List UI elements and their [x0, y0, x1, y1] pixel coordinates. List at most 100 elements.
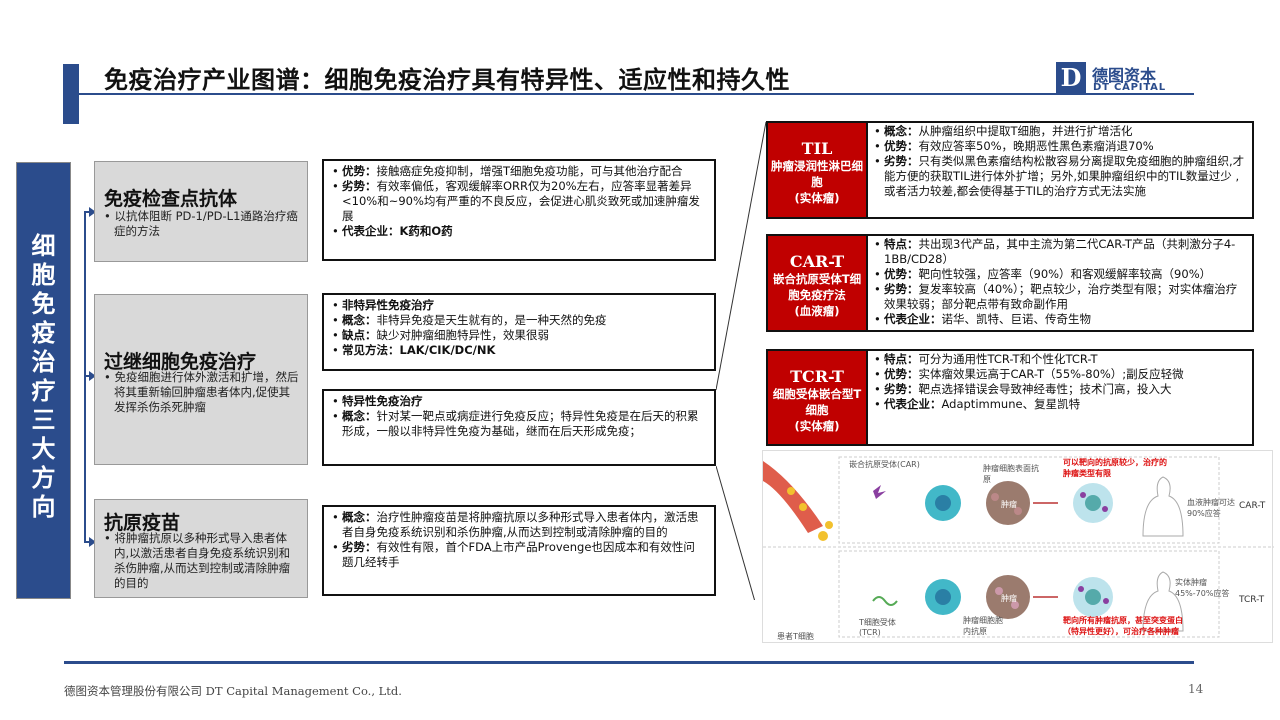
direction-description: • 免疫细胞进行体外激活和扩增，然后将其重新输回肿瘤患者体内,促使其发挥杀伤杀死…: [104, 370, 299, 414]
bracket-connector: [84, 212, 86, 542]
logo-name-cn: 德图资本: [1092, 66, 1157, 85]
bullet-label: 优势：: [884, 267, 919, 281]
bullet-label: 特点：: [884, 237, 919, 251]
bullet-item: 概念：针对某一靶点或病症进行免疫反应；特异性免疫是在后天的积累形成，一般以非特异…: [332, 409, 706, 439]
bullet-item: 代表企业：诺华、凯特、巨诺、传奇生物: [874, 312, 1246, 327]
detail-box-nonspecific: 非特异性免疫治疗概念：非特异免疫是天生就有的，是一种天然的免疫缺点：缺少对肿瘤细…: [322, 293, 716, 371]
bullet-text: 从肿瘤组织中提取T细胞，并进行扩增活化: [918, 124, 1133, 138]
bullet-text: 实体瘤效果远高于CAR-T（55%-80%）;副反应轻微: [918, 367, 1184, 381]
bullet-label: 优势：: [342, 164, 377, 178]
bullet-item: 概念：非特异免疫是天生就有的，是一种天然的免疫: [332, 313, 706, 328]
detail-box-checkpoint: 优势：接触癌症免疫抑制，增强T细胞免疫功能，可与其他治疗配合劣势：有效率偏低，客…: [322, 159, 716, 261]
bullet-item: 劣势：只有类似黑色素瘤结构松散容易分离提取免疫细胞的肿瘤组织,才能方便的获取TI…: [874, 154, 1246, 199]
car-tcr-illustration: 嵌合抗原受体(CAR) 肿瘤细胞表面抗原 肿瘤 可以靶向的抗原较少，治疗的肿瘤类…: [762, 450, 1274, 643]
bullet-label: 概念：: [342, 510, 377, 524]
therapy-indication: (实体瘤): [794, 419, 840, 433]
detail-box-specific: 特异性免疫治疗概念：针对某一靶点或病症进行免疫反应；特异性免疫是在后天的积累形成…: [322, 389, 716, 466]
bullet-item: 优势：有效应答率50%，晚期恶性黑色素瘤消退70%: [874, 139, 1246, 154]
bullet-label: 劣势：: [884, 282, 919, 296]
bullet-item: 劣势：靶点选择错误会导致神经毒性；技术门高，投入大: [874, 382, 1246, 397]
bullet-text: 可分为通用性TCR-T和个性化TCR-T: [918, 352, 1098, 366]
side-label-char: 治: [31, 347, 56, 376]
bullet-label: 特点：: [884, 352, 919, 366]
car-receptor-label: 嵌合抗原受体(CAR): [849, 460, 920, 469]
bullet-item: 代表企业：Adaptimmune、复星凯特: [874, 397, 1246, 412]
arrow-icon: [89, 207, 96, 217]
detail-box-vaccine: 概念：治疗性肿瘤疫苗是将肿瘤抗原以多种形式导入患者体内，激活患者自身免疫系统识别…: [322, 505, 716, 596]
page-title: 免疫治疗产业图谱：细胞免疫治疗具有特异性、适应性和持久性: [104, 66, 790, 94]
side-category-label: 细胞免疫治疗三大方向: [16, 162, 71, 599]
patient-t-cell-label: 患者T细胞: [777, 632, 814, 641]
side-label-char: 方: [31, 463, 56, 492]
bullet-label: 劣势：: [884, 154, 919, 168]
company-logo: D 德图资本 DT CAPITAL: [1056, 62, 1196, 96]
side-label-text: 细胞免疫治疗三大方向: [17, 231, 70, 521]
bullet-item: 劣势：有效率偏低，客观缓解率ORR仅为20%左右，应答率显著差异<10%和~90…: [332, 179, 706, 224]
bullet-text: 诺华、凯特、巨诺、传奇生物: [941, 312, 1092, 326]
therapy-indication: (血液瘤): [794, 304, 840, 318]
arrow-icon: [89, 371, 96, 381]
bullet-text: 有效率偏低，客观缓解率ORR仅为20%左右，应答率显著差异<10%和~90%均有…: [342, 179, 700, 223]
logo-name-en: DT CAPITAL: [1093, 82, 1166, 93]
bullet-label: 常见方法：: [342, 343, 400, 357]
side-label-char: 免: [31, 289, 56, 318]
bullet-item: 概念：从肿瘤组织中提取T细胞，并进行扩增活化: [874, 124, 1246, 139]
side-label-char: 疫: [31, 318, 56, 347]
direction-heading: 过继细胞免疫治疗: [104, 351, 257, 373]
bullet-item: 特点：共出现3代产品，其中主流为第二代CAR-T产品（共刺激分子4-1BB/CD…: [874, 237, 1246, 267]
car-t-tag: CAR-T: [1239, 501, 1266, 511]
bullet-label: 非特异性免疫治疗: [342, 298, 434, 312]
bullet-item: 缺点：缺少对肿瘤细胞特异性，效果很弱: [332, 328, 706, 343]
bullet-text: 治疗性肿瘤疫苗是将肿瘤抗原以多种形式导入患者体内，激活患者自身免疫系统识别和杀伤…: [342, 510, 699, 539]
bullet-text: 只有类似黑色素瘤结构松散容易分离提取免疫细胞的肿瘤组织,才能方便的获取TIL进行…: [884, 154, 1245, 198]
therapy-details-car-t: 特点：共出现3代产品，其中主流为第二代CAR-T产品（共刺激分子4-1BB/CD…: [866, 234, 1254, 332]
bullet-item: 特点：可分为通用性TCR-T和个性化TCR-T: [874, 352, 1246, 367]
bullet-label: 概念：: [342, 313, 377, 327]
tcr-receptor-label: T细胞受体(TCR): [859, 618, 896, 637]
bullet-text: 有效性有限，首个FDA上市产品Provenge也因成本和有效性问题几经转手: [342, 540, 695, 569]
therapy-name: CAR-T: [789, 252, 845, 271]
tumor-label: 肿瘤: [1001, 594, 1017, 603]
therapy-fullname: 嵌合抗原受体T细胞免疫疗法: [772, 272, 862, 302]
bullet-text: LAK/CIK/DC/NK: [399, 343, 496, 357]
bullet-label: 概念：: [884, 124, 919, 138]
bullet-text: 有效应答率50%，晚期恶性黑色素瘤消退70%: [918, 139, 1154, 153]
page-number: 14: [1188, 682, 1204, 696]
bullet-text: 靶点选择错误会导致神经毒性；技术门高，投入大: [918, 382, 1172, 396]
bullet-label: 劣势：: [342, 540, 377, 554]
therapy-fullname: 肿瘤浸润性淋巴细胞: [771, 159, 863, 189]
tumor-label: 肿瘤: [1001, 500, 1017, 509]
therapy-details-til: 概念：从肿瘤组织中提取T细胞，并进行扩增活化优势：有效应答率50%，晚期恶性黑色…: [866, 121, 1254, 219]
tumor-antigen-label: 肿瘤细胞表面抗原: [983, 464, 1039, 484]
bullet-label: 特异性免疫治疗: [342, 394, 423, 408]
bullet-label: 代表企业：: [342, 224, 400, 238]
tcr-advantage-note: 靶向所有肿瘤抗原，甚至突变蛋白（特异性更好），可治疗各种肿瘤: [1063, 616, 1183, 636]
side-label-char: 胞: [31, 260, 56, 289]
connector-line: [84, 211, 92, 213]
bullet-text: 共出现3代产品，其中主流为第二代CAR-T产品（共刺激分子4-1BB/CD28）: [884, 237, 1236, 266]
side-label-char: 三: [31, 405, 56, 434]
direction-description: • 将肿瘤抗原以多种形式导入患者体内,以激活患者自身免疫系统识别和杀伤肿瘤,从而…: [104, 531, 291, 590]
title-underline: [79, 93, 1194, 95]
bullet-text: 非特异免疫是天生就有的，是一种天然的免疫: [376, 313, 607, 327]
bullet-item: 代表企业：K药和O药: [332, 224, 706, 239]
connector-line: [84, 541, 92, 543]
bullet-text: 靶向性较强，应答率（90%）和客观缓解率较高（90%）: [918, 267, 1212, 281]
side-label-char: 细: [31, 231, 56, 260]
illustration-graphic: [763, 456, 1274, 638]
tcr-t-tag: TCR-T: [1239, 595, 1265, 605]
heme-response-note: 血液肿瘤可达90%应答: [1187, 498, 1235, 518]
direction-description: • 以抗体阻断 PD-1/PD-L1通路治疗癌症的方法: [104, 209, 298, 238]
direction-card: 过继细胞免疫治疗 • 免疫细胞进行体外激活和扩增，然后将其重新输回肿瘤患者体内,…: [94, 294, 308, 465]
bullet-text: 接触癌症免疫抑制，增强T细胞免疫功能，可与其他治疗配合: [376, 164, 683, 178]
bullet-item: 劣势：复发率较高（40%）；靶点较少，治疗类型有限；对实体瘤治疗效果较弱；部分靶…: [874, 282, 1246, 312]
footer-company: 德图资本管理股份有限公司 DT Capital Management Co., …: [64, 684, 402, 698]
therapy-fullname: 细胞受体嵌合型T细胞: [772, 387, 862, 417]
direction-heading: 免疫检查点抗体: [104, 188, 238, 210]
connector-line: [84, 375, 92, 377]
bullet-item: 特异性免疫治疗: [332, 394, 706, 409]
therapy-name: TIL: [801, 139, 833, 158]
arrow-icon: [89, 537, 96, 547]
